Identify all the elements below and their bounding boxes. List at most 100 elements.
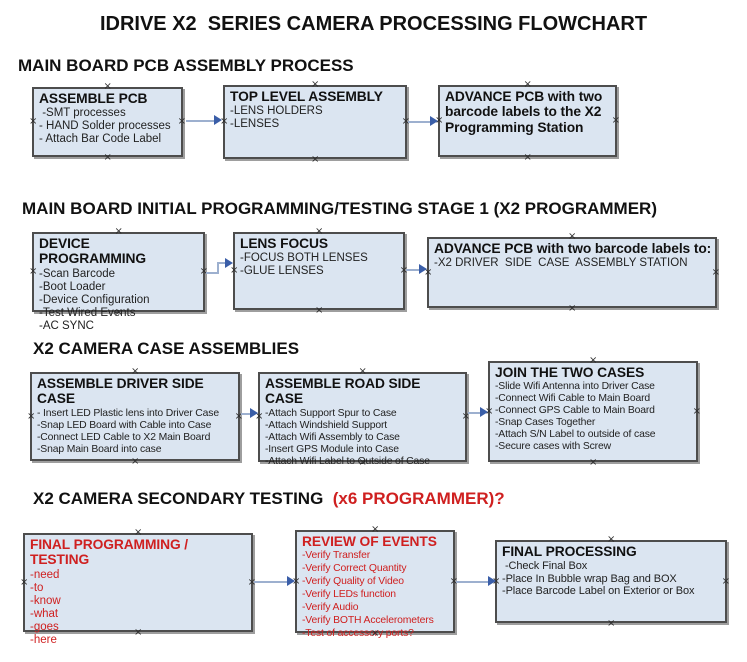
box-title: DEVICE PROGRAMMING	[39, 236, 146, 267]
section-heading-secondary-testing: X2 CAMERA SECONDARY TESTING (x6 PROGRAMM…	[33, 489, 505, 509]
box-item: -Snap LED Board with Cable into Case	[37, 419, 212, 431]
box-item: -here	[30, 633, 57, 646]
box-item: -SMT processes	[39, 107, 126, 120]
box-item: - HAND Solder processes	[39, 120, 171, 133]
connection-handle-icon: ×	[20, 576, 29, 588]
box-items: -Verify Transfer-Verify Correct Quantity…	[302, 550, 448, 640]
box-title: ASSEMBLE ROAD SIDE CASE	[265, 376, 421, 407]
box-title: JOIN THE TWO CASES	[495, 365, 645, 380]
box-advance-pcb-programming-station: ADVANCE PCB with two barcode labels to t…	[435, 80, 620, 163]
connector-line	[217, 262, 227, 264]
box-item: -Attach Support Spur to Case	[265, 407, 397, 419]
connection-handle-icon: ×	[311, 154, 320, 165]
box-title: FINAL PROCESSING	[502, 544, 637, 559]
connection-handle-icon: ×	[607, 618, 616, 629]
box-item: -Check Final Box	[502, 560, 588, 573]
connection-handle-icon: ×	[315, 305, 324, 316]
connector-line	[254, 581, 288, 583]
box-advance-pcb-driver-side-station: ADVANCE PCB with two barcode labels to: …	[424, 232, 720, 314]
box-item: -Connect Wifi Cable to Main Board	[495, 393, 651, 405]
box-title: ADVANCE PCB with two barcode labels to:	[434, 241, 712, 256]
connector-arrowhead-icon	[214, 115, 222, 125]
connector-line	[406, 269, 420, 271]
box-item: -Attach Windshield Support	[265, 419, 388, 431]
box-title: ADVANCE PCB with two barcode labels to t…	[445, 89, 603, 135]
heading-text: MAIN BOARD INITIAL PROGRAMMING/TESTING S…	[22, 199, 657, 218]
box-item: -Place Barcode Label on Exterior or Box	[502, 585, 695, 598]
box-item: -Slide Wifi Antenna into Driver Case	[495, 381, 655, 393]
box-item: - Insert LED Plastic lens into Driver Ca…	[37, 407, 219, 419]
connector-line	[186, 120, 215, 122]
box-item: -Attach Wifi Assembly to Case	[265, 431, 400, 443]
section-heading-case-assemblies: X2 CAMERA CASE ASSEMBLIES	[33, 339, 299, 359]
box-item: -Attach S/N Label to outside of case	[495, 429, 656, 441]
box-items: - Insert LED Plastic lens into Driver Ca…	[37, 408, 233, 456]
box-final-processing: FINAL PROCESSING -Check Final Box -Place …	[492, 535, 730, 629]
box-item: -to	[30, 581, 44, 594]
box-item: -what	[30, 607, 59, 620]
heading-text: X2 CAMERA SECONDARY TESTING	[33, 489, 329, 508]
box-item: - Attach Bar Code Label	[39, 133, 162, 146]
connector-arrowhead-icon	[480, 407, 488, 417]
box-device-programming: DEVICE PROGRAMMING -Scan Barcode-Boot Lo…	[29, 227, 208, 332]
connector-arrowhead-icon	[488, 576, 496, 586]
box-review-of-events: REVIEW OF EVENTS -Verify Transfer-Verify…	[292, 525, 458, 639]
box-items: -FOCUS BOTH LENSES-GLUE LENSES	[240, 252, 398, 278]
heading-accent-text: (x6 PROGRAMMER)?	[328, 489, 505, 508]
box-item: -Test of accessory ports?	[302, 627, 414, 639]
box-title: FINAL PROGRAMMING / TESTING	[30, 537, 189, 568]
page-title: IDRIVE X2 SERIES CAMERA PROCESSING FLOWC…	[99, 13, 648, 35]
connector-line	[468, 412, 481, 414]
connector-line	[217, 263, 219, 274]
box-item: -LENSES	[230, 118, 280, 131]
box-item: -Verify Quality of Video	[302, 576, 404, 588]
connector-arrowhead-icon	[430, 116, 438, 126]
box-item: -GLUE LENSES	[240, 265, 324, 278]
box-items: -LENS HOLDERS-LENSES	[230, 105, 400, 131]
connection-handle-icon: ×	[611, 115, 620, 126]
box-item: -Test Wired Events	[39, 306, 136, 319]
connector-line	[241, 413, 251, 415]
connection-handle-icon: ×	[399, 265, 408, 276]
box-item: -Verify LEDs function	[302, 589, 396, 601]
box-item: -X2 DRIVER SIDE CASE ASSEMBLY STATION	[434, 257, 688, 270]
section-heading-initial-programming: MAIN BOARD INITIAL PROGRAMMING/TESTING S…	[22, 199, 657, 219]
box-item: -Scan Barcode	[39, 267, 116, 280]
box-assemble-driver-side-case: ASSEMBLE DRIVER SIDE CASE - Insert LED P…	[27, 367, 243, 467]
connection-handle-icon: ×	[103, 152, 112, 163]
box-item: -Verify BOTH Accelerometers	[302, 614, 434, 626]
box-item: -Secure cases with Screw	[495, 441, 611, 453]
section-heading-pcb-assembly: MAIN BOARD PCB ASSEMBLY PROCESS	[18, 56, 354, 76]
box-item: -LENS HOLDERS	[230, 105, 323, 118]
box-items: -X2 DRIVER SIDE CASE ASSEMBLY STATION	[434, 257, 710, 270]
heading-text: X2 CAMERA CASE ASSEMBLIES	[33, 339, 300, 358]
box-item: -Attach Wifi Label to Outside of Case	[265, 455, 430, 467]
connection-handle-icon: ×	[27, 410, 36, 422]
box-assemble-pcb: ASSEMBLE PCB -SMT processes- HAND Solder…	[29, 82, 186, 163]
box-title: LENS FOCUS	[240, 236, 328, 251]
connector-arrowhead-icon	[287, 576, 295, 586]
box-join-the-two-cases: JOIN THE TWO CASES -Slide Wifi Antenna i…	[485, 356, 701, 468]
box-item: -Snap Cases Together	[495, 417, 596, 429]
box-items: -need-to-know-what-goes-here	[30, 569, 246, 647]
box-item: -Verify Audio	[302, 602, 359, 613]
box-item: -goes	[30, 620, 59, 633]
box-items: -Scan Barcode-Boot Loader-Device Configu…	[39, 268, 198, 333]
connector-arrowhead-icon	[419, 264, 427, 274]
connection-handle-icon: ×	[29, 266, 38, 277]
connection-handle-icon: ×	[523, 152, 532, 163]
connector-line	[206, 272, 219, 274]
connection-handle-icon: ×	[589, 457, 598, 468]
connection-handle-icon: ×	[131, 456, 140, 467]
box-item: -Connect GPS Cable to Main Board	[495, 405, 655, 417]
connector-arrowhead-icon	[250, 408, 258, 418]
connector-line	[408, 121, 431, 123]
box-item: -Connect LED Cable to X2 Main Board	[37, 431, 211, 443]
box-assemble-road-side-case: ASSEMBLE ROAD SIDE CASE -Attach Support …	[255, 367, 470, 468]
connector-arrowhead-icon	[225, 258, 233, 268]
box-item: -FOCUS BOTH LENSES	[240, 252, 368, 265]
box-title: ASSEMBLE DRIVER SIDE CASE	[37, 376, 204, 407]
box-items: -Attach Support Spur to Case-Attach Wind…	[265, 408, 460, 468]
box-title: ASSEMBLE PCB	[39, 91, 148, 106]
